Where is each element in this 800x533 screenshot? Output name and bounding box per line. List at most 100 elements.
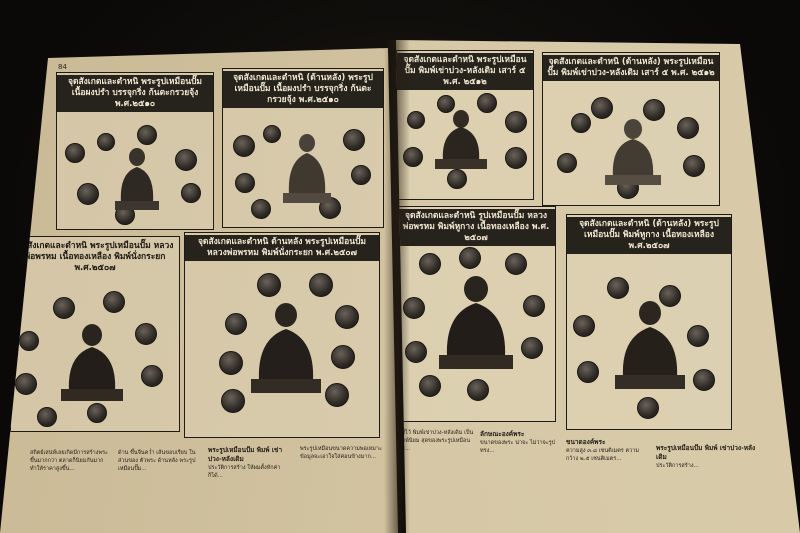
statue-figure: [439, 276, 513, 369]
detail-circle: [77, 183, 99, 205]
detail-circle: [447, 169, 467, 189]
left-text-column-1: สถิตย์เสน่ห์เลยเกิดมีการสร้างพระขึ้นมากก…: [30, 448, 112, 533]
detail-circle: [419, 253, 441, 275]
left-panel-3-title: จุดสังเกตและตำหนิ พระรูปเหมือนปั๊ม หลวงพ…: [16, 241, 174, 273]
detail-circle: [343, 129, 365, 151]
detail-circle: [65, 143, 85, 163]
detail-circle: [37, 407, 57, 427]
column-text: ประวัติการสร้าง ให้ผมตั้งหักค่าก็ได้...: [208, 465, 281, 479]
left-panel-2-title: จุดสังเกตและตำหนิ (ด้านหลัง) พระรูปเหมือ…: [223, 71, 383, 108]
column-heading: ขนาดองค์พระ: [566, 438, 606, 446]
detail-circle: [505, 253, 527, 275]
column-text: ความสูง ๓.๘ เซนติเมตร ความกว้าง ๒.๕ เซนต…: [566, 448, 639, 462]
statue-figure-back: [283, 134, 331, 203]
detail-circle: [135, 323, 157, 345]
left-panel-4: จุดสังเกตและตำหนิ ด้านหลัง พระรูปเหมือนป…: [184, 232, 380, 438]
detail-circle: [19, 331, 39, 351]
detail-circle: [181, 183, 201, 203]
detail-circle: [15, 373, 37, 395]
column-heading: พระรูปเหมือนปั๊ม พิมพ์ เข่าบ่วง-หลังเดิม: [656, 444, 756, 461]
detail-circle: [571, 113, 591, 133]
left-panel-4-title: จุดสังเกตและตำหนิ ด้านหลัง พระรูปเหมือนป…: [185, 235, 379, 261]
detail-circle: [683, 155, 705, 177]
column-text: ด้าน ขึ้นจีนคว่ำ เส้นขอบเรียบ ในส่วนของ …: [118, 450, 196, 472]
detail-circle: [659, 285, 681, 307]
right-panel-2-title: จุดสังเกตและตำหนิ (ด้านหลัง) พระรูปเหมือ…: [543, 55, 719, 81]
book-spine: [384, 40, 410, 533]
statue-figure: [435, 110, 487, 169]
detail-circle: [577, 361, 599, 383]
detail-circle: [141, 365, 163, 387]
detail-circle: [607, 277, 629, 299]
detail-circle: [477, 93, 497, 113]
right-panel-1: จุดสังเกตและตำหนิ พระรูปเหมือนปั๊ม พิมพ์…: [396, 50, 534, 200]
detail-circle: [437, 95, 455, 113]
left-panel-1: จุดสังเกตและตำหนิ พระรูปเหมือนปั๊ม เนื้อ…: [56, 72, 214, 230]
detail-circle: [87, 403, 107, 423]
statue-figure-back: [605, 119, 661, 185]
right-panel-4: จุดสังเกตและตำหนิ (ด้านหลัง) พระรูปเหมือ…: [566, 214, 732, 430]
detail-circle: [137, 125, 157, 145]
left-panel-3: จุดสังเกตและตำหนิ พระรูปเหมือนปั๊ม หลวงพ…: [10, 236, 180, 432]
right-panel-4-title: จุดสังเกตและตำหนิ (ด้านหลัง) พระรูปเหมือ…: [567, 217, 731, 254]
column-text: ขนาดของพระ น่าจะ ไม่ว่าจะรูปทรง...: [480, 440, 556, 454]
detail-circle: [97, 133, 115, 151]
detail-circle: [687, 325, 709, 347]
statue-figure: [61, 324, 123, 401]
left-panel-2: จุดสังเกตและตำหนิ (ด้านหลัง) พระรูปเหมือ…: [222, 68, 384, 228]
detail-circle: [335, 305, 359, 329]
statue-figure-back: [615, 301, 685, 389]
detail-circle: [233, 135, 255, 157]
column-text: พระรูปเหมือนขนาดความพอเหมาะ ข้อมูลจะเอาใ…: [300, 446, 382, 460]
detail-circle: [221, 389, 245, 413]
detail-circle: [263, 125, 281, 143]
detail-circle: [235, 173, 255, 193]
detail-circle: [459, 247, 481, 269]
detail-circle: [523, 295, 545, 317]
detail-circle: [257, 273, 281, 297]
right-text-column-4: พระรูปเหมือนปั๊ม พิมพ์ เข่าบ่วง-หลังเดิม…: [656, 444, 756, 533]
left-text-column-4: พระรูปเหมือนขนาดความพอเหมาะ ข้อมูลจะเอาใ…: [300, 444, 388, 533]
detail-circle: [573, 315, 595, 337]
right-panel-1-title: จุดสังเกตและตำหนิ พระรูปเหมือนปั๊ม พิมพ์…: [397, 53, 533, 90]
detail-circle: [467, 379, 489, 401]
detail-circle: [505, 147, 527, 169]
right-text-column-3: ขนาดองค์พระ ความสูง ๓.๘ เซนติเมตร ความกว…: [566, 438, 650, 533]
detail-circle: [505, 111, 527, 133]
detail-circle: [419, 375, 441, 397]
detail-circle: [591, 97, 613, 119]
detail-circle: [325, 383, 349, 407]
right-panel-2: จุดสังเกตและตำหนิ (ด้านหลัง) พระรูปเหมือ…: [542, 52, 720, 206]
detail-circle: [637, 397, 659, 419]
left-panel-1-title: จุดสังเกตและตำหนิ พระรูปเหมือนปั๊ม เนื้อ…: [57, 75, 213, 112]
left-text-column-3: พระรูปเหมือนปั๊ม พิมพ์ เข่าบ่วง-หลังเดิม…: [208, 446, 294, 533]
statue-figure-back: [251, 303, 321, 393]
left-text-column-2: ด้าน ขึ้นจีนคว่ำ เส้นขอบเรียบ ในส่วนของ …: [118, 448, 202, 533]
detail-circle: [251, 199, 271, 219]
detail-circle: [557, 153, 577, 173]
statue-figure: [115, 148, 159, 210]
right-text-column-2: ลักษณะองค์พระ ขนาดของพระ น่าจะ ไม่ว่าจะร…: [480, 430, 560, 533]
detail-circle: [521, 337, 543, 359]
detail-circle: [225, 313, 247, 335]
detail-circle: [103, 291, 125, 313]
detail-circle: [219, 351, 243, 375]
right-panel-3-title: จุดสังเกตและตำหนิ รูปเหมือนปั๊ม หลวงพ่อพ…: [397, 209, 555, 246]
left-page-number: 84: [58, 63, 67, 71]
detail-circle: [331, 345, 355, 369]
column-text: ประวัติการสร้าง...: [656, 463, 699, 469]
detail-circle: [643, 99, 665, 121]
detail-circle: [309, 273, 333, 297]
column-text: สถิตย์เสน่ห์เลยเกิดมีการสร้างพระขึ้นมากก…: [30, 450, 108, 472]
detail-circle: [53, 297, 75, 319]
detail-circle: [693, 369, 715, 391]
right-panel-3: จุดสังเกตและตำหนิ รูปเหมือนปั๊ม หลวงพ่อพ…: [396, 206, 556, 422]
column-heading: ลักษณะองค์พระ: [480, 430, 525, 438]
detail-circle: [175, 149, 197, 171]
detail-circle: [677, 117, 699, 139]
detail-circle: [351, 165, 371, 185]
column-heading: พระรูปเหมือนปั๊ม พิมพ์ เข่าบ่วง-หลังเดิม: [208, 446, 283, 463]
